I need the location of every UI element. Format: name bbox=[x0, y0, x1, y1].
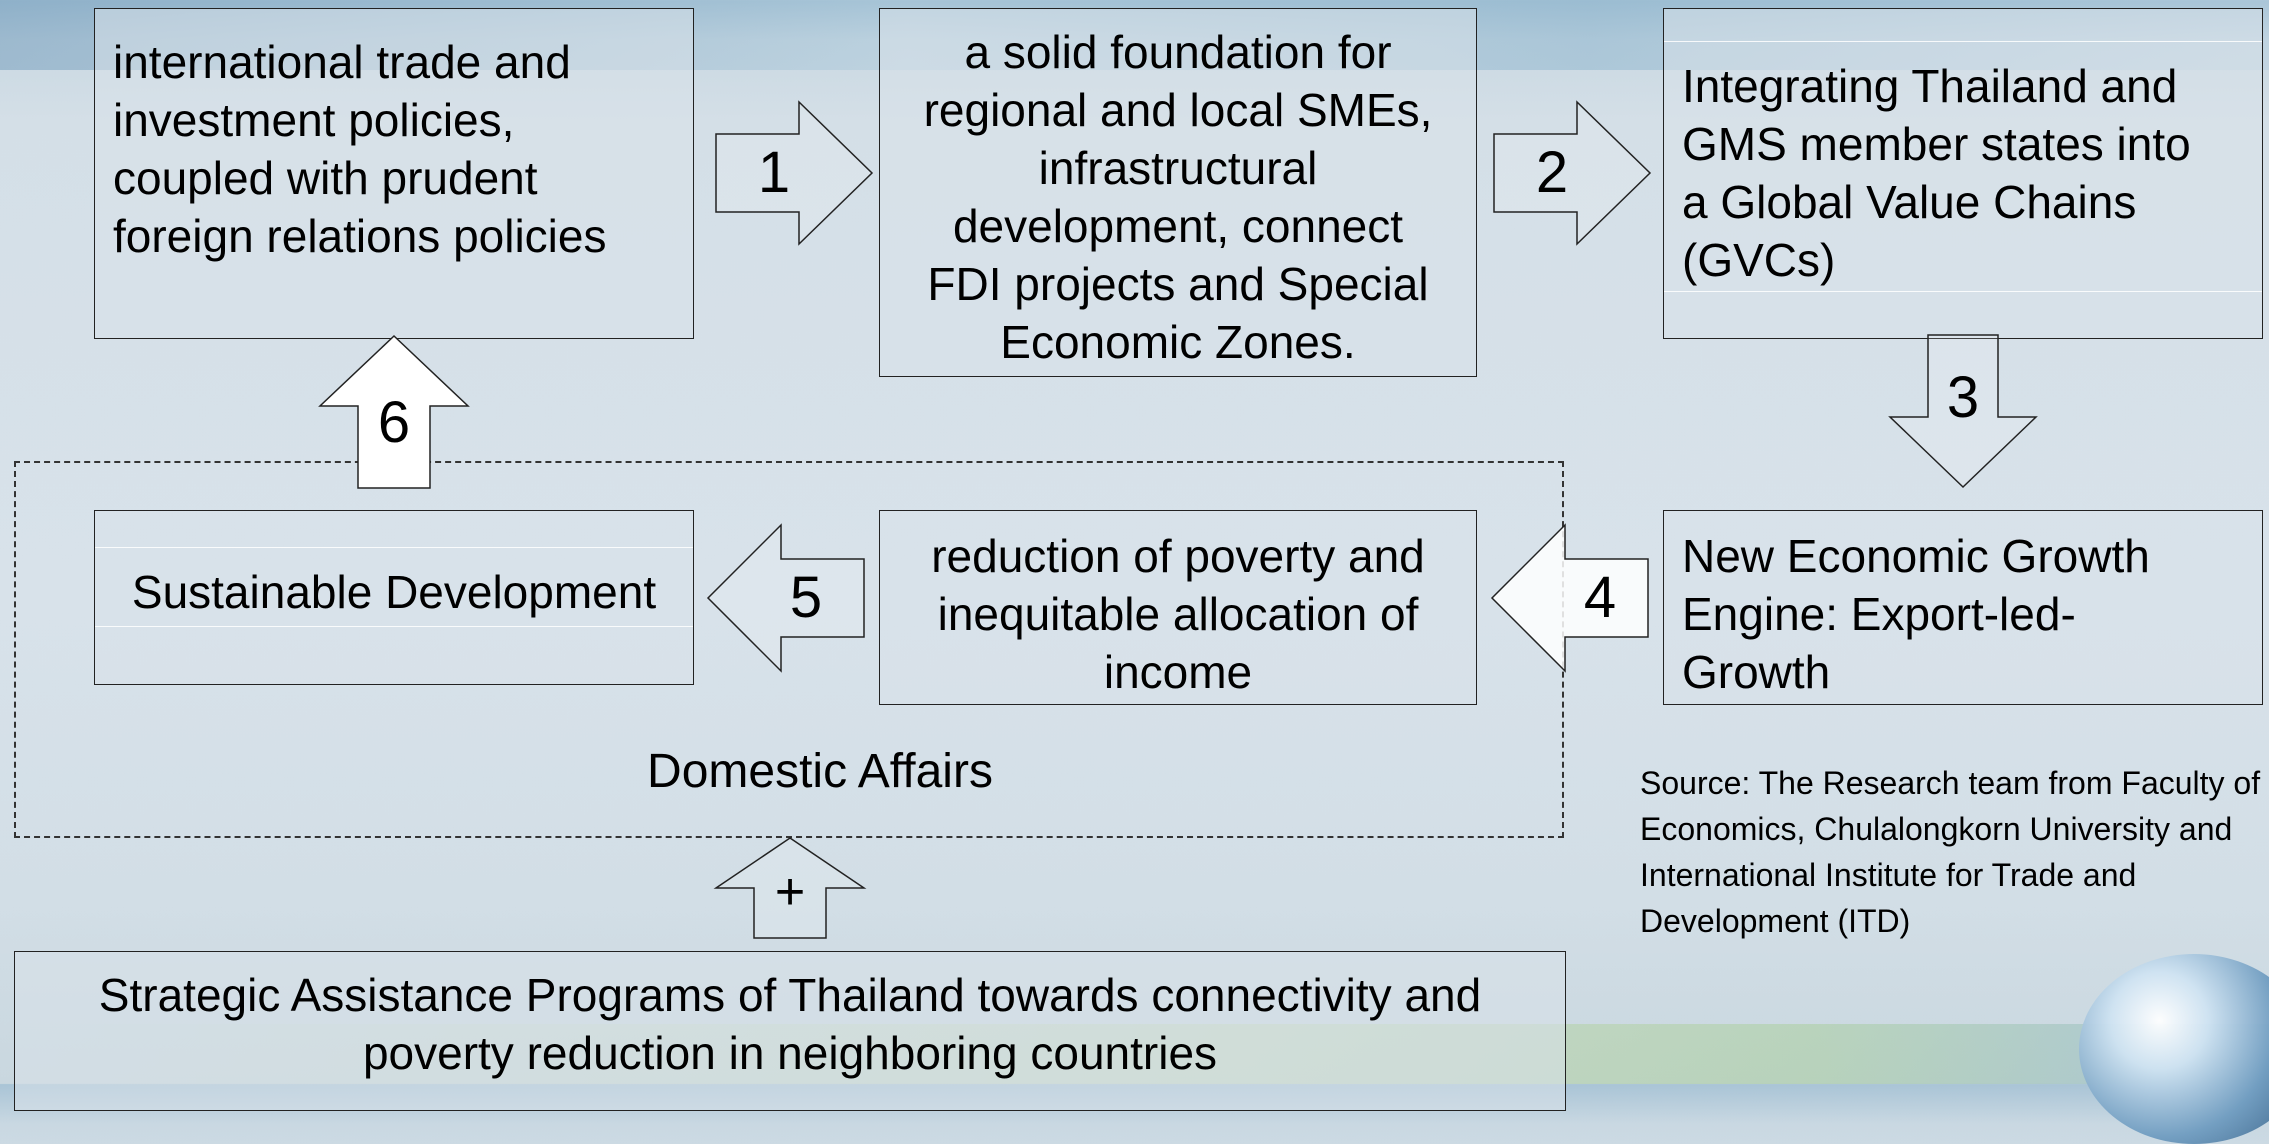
arrow-1-shape bbox=[715, 100, 874, 246]
globe-image bbox=[2079, 954, 2269, 1144]
arrow-4-shape bbox=[1490, 523, 1649, 673]
divider-line bbox=[1664, 41, 2262, 42]
box-line: Economic Zones. bbox=[1000, 316, 1356, 368]
box-line: FDI projects and Special bbox=[927, 258, 1429, 310]
box-line: Sustainable Development bbox=[131, 566, 657, 618]
box-line: infrastructural bbox=[1038, 142, 1318, 194]
arrow-4-label: 4 bbox=[1583, 565, 1617, 630]
box-line: inequitable allocation of bbox=[937, 588, 1419, 640]
source-note: Source: The Research team from Faculty o… bbox=[1640, 760, 2269, 944]
plus-sign-label: + bbox=[774, 863, 806, 921]
plus-arrow-up: + bbox=[713, 836, 867, 940]
box-line: a Global Value Chains bbox=[1682, 176, 2137, 228]
box-line: GMS member states into bbox=[1682, 118, 2191, 170]
box-line: New Economic Growth bbox=[1682, 530, 2150, 582]
box-line: coupled with prudent bbox=[113, 152, 538, 204]
arrow-3-label: 3 bbox=[1946, 365, 1980, 430]
box-line: Integrating Thailand and bbox=[1682, 60, 2178, 112]
box-line: development, connect bbox=[952, 200, 1404, 252]
box-line: Strategic Assistance Programs of Thailan… bbox=[98, 969, 1482, 1021]
domestic-affairs-label: Domestic Affairs bbox=[647, 745, 993, 798]
source-line: International Institute for Trade and bbox=[1640, 857, 2137, 893]
box-line: Growth bbox=[1682, 646, 1831, 698]
arrow-4-left: 4 bbox=[1490, 523, 1650, 673]
arrow-3-shape bbox=[1888, 334, 2038, 489]
box-line: investment policies, bbox=[113, 94, 515, 146]
box-line: foreign relations policies bbox=[113, 210, 607, 262]
arrow-2-shape bbox=[1493, 100, 1652, 246]
gvc-integration-box: Integrating Thailand and GMS member stat… bbox=[1663, 8, 2263, 339]
box-line: international trade and bbox=[113, 36, 571, 88]
arrow-3-down: 3 bbox=[1888, 333, 2038, 489]
source-line: Economics, Chulalongkorn University and bbox=[1640, 811, 2233, 847]
box-line: reduction of poverty and bbox=[931, 530, 1425, 582]
divider-line bbox=[1664, 291, 2262, 292]
arrow-6-label: 6 bbox=[377, 390, 411, 455]
assistance-programs-box: Strategic Assistance Programs of Thailan… bbox=[14, 951, 1566, 1111]
source-line: Source: The Research team from Faculty o… bbox=[1640, 765, 2261, 801]
arrow-5-label: 5 bbox=[789, 565, 823, 630]
arrow-1-right: 1 bbox=[714, 100, 874, 246]
arrow-6-shape bbox=[318, 334, 470, 489]
box-line: a solid foundation for bbox=[964, 26, 1392, 78]
box-line: (GVCs) bbox=[1682, 234, 1836, 286]
arrow-6-up: 6 bbox=[318, 334, 470, 490]
arrow-2-right: 2 bbox=[1492, 100, 1652, 246]
trade-policies-box: international trade and investment polic… bbox=[94, 8, 694, 339]
solid-foundation-box: a solid foundation for regional and loca… bbox=[879, 8, 1477, 377]
plus-arrow-shape bbox=[713, 837, 867, 939]
arrow-2-label: 2 bbox=[1535, 140, 1569, 205]
arrow-5-shape bbox=[706, 523, 865, 673]
growth-engine-box: New Economic Growth Engine: Export-led- … bbox=[1663, 510, 2263, 705]
sustainable-development-box: Sustainable Development bbox=[94, 510, 694, 685]
divider-line bbox=[95, 547, 693, 548]
box-line: regional and local SMEs, bbox=[923, 84, 1433, 136]
arrow-1-label: 1 bbox=[757, 140, 791, 205]
box-line: income bbox=[1103, 646, 1253, 698]
box-line: Engine: Export-led- bbox=[1682, 588, 2076, 640]
arrow-5-left: 5 bbox=[706, 523, 866, 673]
divider-line bbox=[95, 626, 693, 627]
poverty-reduction-box: reduction of poverty and inequitable all… bbox=[879, 510, 1477, 705]
source-line: Development (ITD) bbox=[1640, 903, 1911, 939]
box-line: poverty reduction in neighboring countri… bbox=[362, 1027, 1218, 1079]
